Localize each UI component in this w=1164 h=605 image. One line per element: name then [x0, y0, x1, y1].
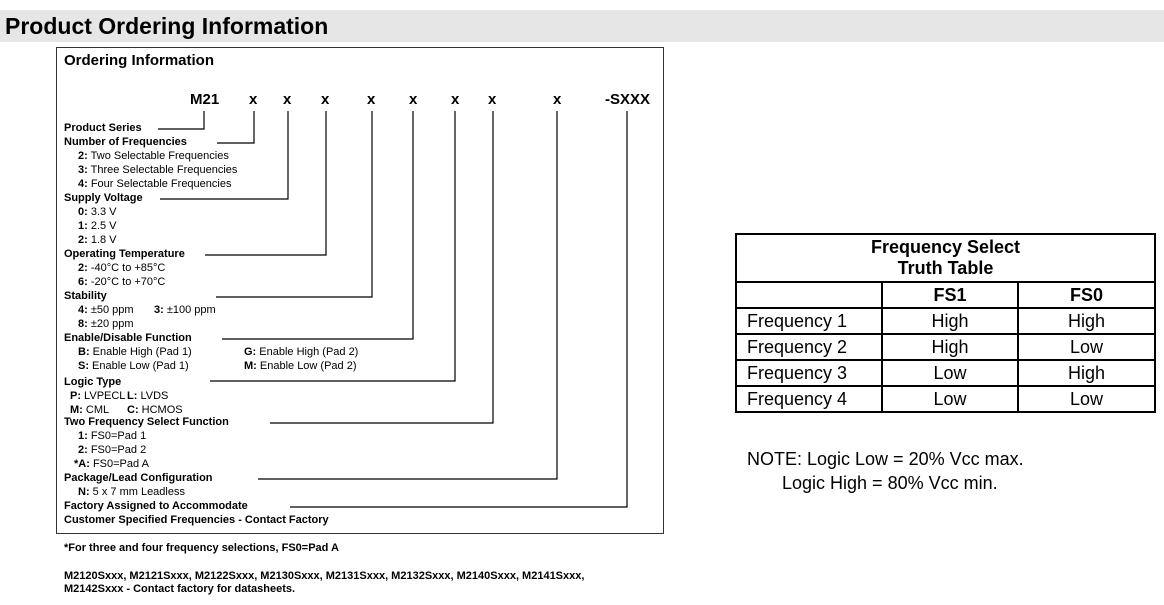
list-item: C: HCMOS: [127, 404, 183, 416]
label-package-lead: Package/Lead Configuration: [64, 472, 213, 484]
table-row: Frequency 3 Low High: [735, 359, 1156, 387]
table-row: Frequency 4 Low Low: [735, 385, 1156, 413]
code-prefix: M21: [190, 91, 220, 108]
code-x5: x: [409, 91, 418, 108]
list-item: 4: Four Selectable Frequencies: [78, 178, 232, 190]
label-operating-temperature: Operating Temperature: [64, 248, 185, 260]
list-item: 2: FS0=Pad 2: [78, 444, 147, 456]
list-item: *A: FS0=Pad A: [74, 458, 149, 470]
list-item: 3: ±100 ppm: [154, 304, 216, 316]
code-x2: x: [283, 91, 292, 108]
list-item: P: LVPECL: [70, 390, 126, 402]
code-x3: x: [321, 91, 330, 108]
list-item: 4: ±50 ppm: [78, 304, 134, 316]
list-item: L: LVDS: [127, 390, 169, 402]
list-item: N: 5 x 7 mm Leadless: [78, 486, 185, 498]
list-item: G: Enable High (Pad 2): [244, 346, 359, 358]
label-customer-specified: Customer Specified Frequencies - Contact…: [64, 514, 329, 526]
list-item: B: Enable High (Pad 1): [78, 346, 192, 358]
label-supply-voltage: Supply Voltage: [64, 192, 143, 204]
column-header-fs1: FS1: [881, 281, 1019, 309]
table-row: Frequency 2 High Low: [735, 333, 1156, 361]
footnote-models-line1: M2120Sxxx, M2121Sxxx, M2122Sxxx, M2130Sx…: [64, 570, 585, 582]
table-row: Frequency 1 High High: [735, 307, 1156, 335]
list-item: 3: Three Selectable Frequencies: [78, 164, 238, 176]
list-item: 1: FS0=Pad 1: [78, 430, 147, 442]
code-x1: x: [249, 91, 258, 108]
ordering-info-box: [56, 47, 664, 534]
list-item: 2: -40°C to +85°C: [78, 262, 166, 274]
table-header-row: FS1 FS0: [735, 281, 1156, 309]
column-header-fs0: FS0: [1017, 281, 1156, 309]
label-stability: Stability: [64, 290, 107, 302]
ordering-info-title: Ordering Information: [64, 52, 214, 69]
code-x7: x: [488, 91, 497, 108]
footnote-fs0: *For three and four frequency selections…: [64, 542, 339, 554]
label-enable-disable: Enable/Disable Function: [64, 332, 192, 344]
label-product-series: Product Series: [64, 122, 142, 134]
list-item: 8: ±20 ppm: [78, 318, 134, 330]
label-factory-assigned: Factory Assigned to Accommodate: [64, 500, 248, 512]
page-title: Product Ordering Information: [5, 13, 329, 39]
label-two-frequency-select: Two Frequency Select Function: [64, 416, 229, 428]
footnote-models-line2: M2142Sxxx - Contact factory for datashee…: [64, 583, 296, 595]
logic-level-note: NOTE: Logic Low = 20% Vcc max. Logic Hig…: [747, 449, 1024, 493]
list-item: 2: 1.8 V: [78, 234, 117, 246]
label-num-frequencies: Number of Frequencies: [64, 136, 187, 148]
code-suffix: -SXXX: [605, 91, 651, 108]
list-item: 2: Two Selectable Frequencies: [78, 150, 229, 162]
code-x4: x: [367, 91, 376, 108]
list-item: 1: 2.5 V: [78, 220, 117, 232]
label-logic-type: Logic Type: [64, 376, 122, 388]
list-item: M: CML: [70, 404, 110, 416]
frequency-select-truth-table: Frequency Select Truth Table FS1 FS0 Fre…: [735, 233, 1156, 413]
code-x6: x: [451, 91, 460, 108]
list-item: 6: -20°C to +70°C: [78, 276, 166, 288]
list-item: 0: 3.3 V: [78, 206, 117, 218]
page-header: Product Ordering Information: [0, 10, 1164, 42]
truth-table-caption: Frequency Select Truth Table: [735, 233, 1156, 283]
code-x8: x: [553, 91, 562, 108]
list-item: S: Enable Low (Pad 1): [78, 360, 189, 372]
list-item: M: Enable Low (Pad 2): [244, 360, 357, 372]
